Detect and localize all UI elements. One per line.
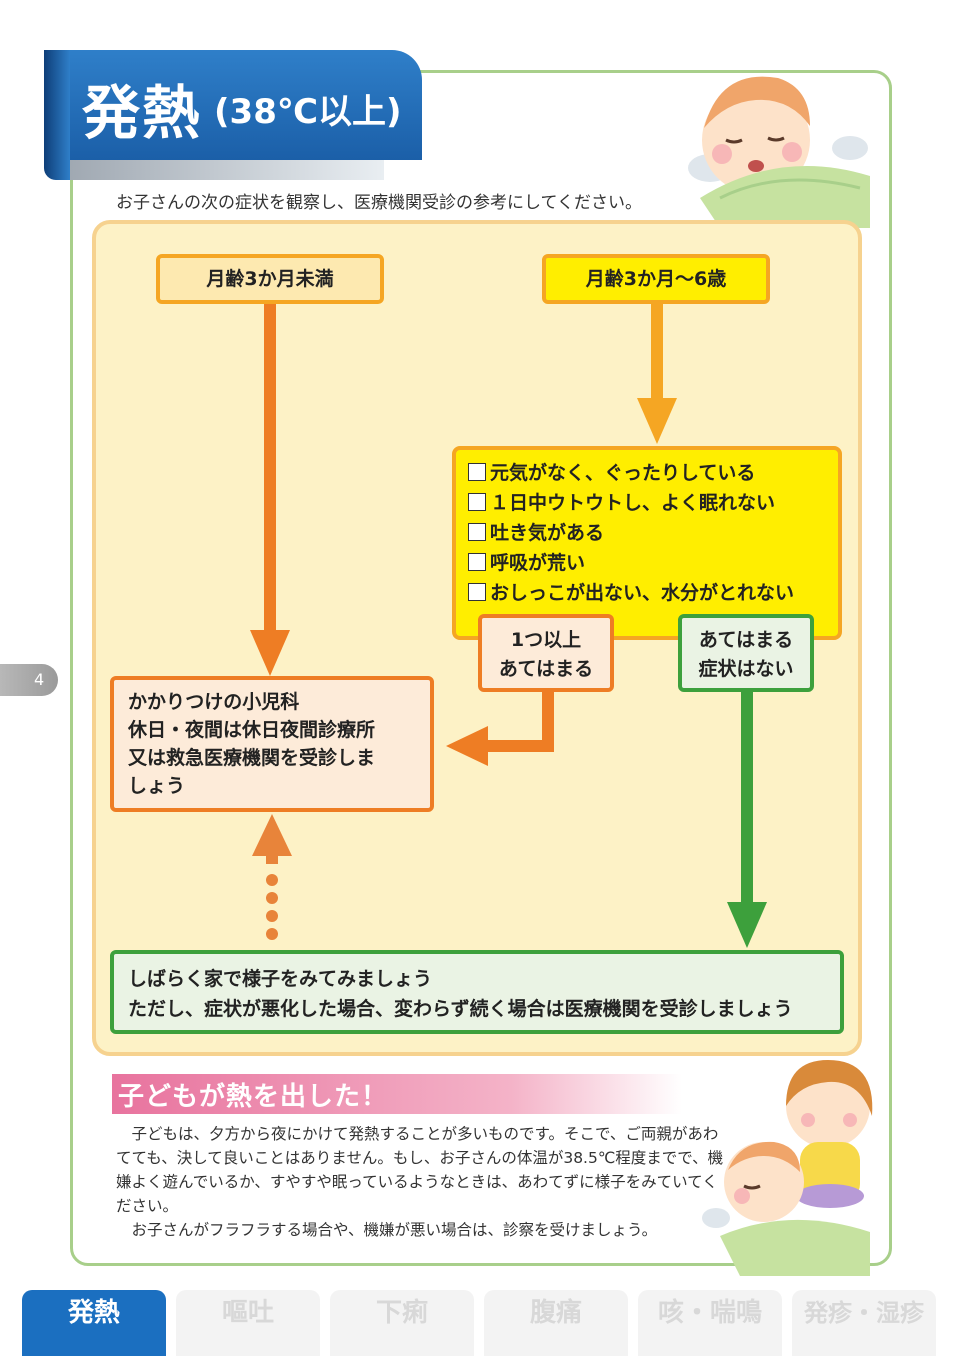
tab-fever[interactable]: 発熱: [22, 1290, 166, 1356]
checkbox-icon[interactable]: [468, 553, 486, 571]
page-subtitle: (38℃以上): [214, 92, 402, 132]
symptom-item: 元気がなく、ぐったりしている: [468, 458, 826, 488]
one-or-more-applies-box: 1つ以上 あてはまる: [478, 614, 614, 692]
feature-title-band: [112, 1074, 682, 1114]
page-number: 4: [34, 670, 45, 689]
page-title: 発熱: [82, 79, 203, 147]
none-applies-box: あてはまる 症状はない: [678, 614, 814, 692]
checkbox-icon[interactable]: [468, 493, 486, 511]
arrowhead-old-to-symptoms: [637, 398, 677, 444]
age-under-3-months-box: 月齢3か月未満: [156, 254, 384, 304]
tab-vomiting[interactable]: 嘔吐: [176, 1290, 320, 1356]
sick-baby-illustration: [688, 76, 870, 228]
tab-stomachache[interactable]: 腹痛: [484, 1290, 628, 1356]
arrow-young-to-doctor: [264, 304, 276, 634]
symptom-item: 呼吸が荒い: [468, 548, 826, 578]
watch-at-home-box: しばらく家で様子をみてみましょう ただし、症状が悪化した場合、変わらず続く場合は…: [110, 950, 844, 1034]
checkbox-icon[interactable]: [468, 463, 486, 481]
title-tab-edge: [44, 50, 70, 180]
arrowhead-no-to-home: [727, 902, 767, 948]
arrow-yes-to-doctor: [484, 692, 554, 752]
title-tab: [44, 50, 422, 160]
feature-body: 子どもは、夕方から夜にかけて発熱することが多いものです。そこで、ご両親があわてて…: [116, 1125, 724, 1239]
tab-rash-eczema[interactable]: 発疹・湿疹: [792, 1290, 936, 1356]
mother-child-illustration: [702, 1060, 873, 1276]
symptom-checklist: 元気がなく、ぐったりしている １日中ウトウトし、よく眠れない 吐き気がある 呼吸…: [452, 446, 842, 640]
symptom-item: 吐き気がある: [468, 518, 826, 548]
symptom-item: １日中ウトウトし、よく眠れない: [468, 488, 826, 518]
checkbox-icon[interactable]: [468, 583, 486, 601]
tab-cough-wheeze[interactable]: 咳・喘鳴: [638, 1290, 782, 1356]
tab-diarrhea[interactable]: 下痢: [330, 1290, 474, 1356]
arrowhead-yes-to-doctor: [446, 726, 488, 766]
flow-arrows: [250, 304, 767, 948]
arrow-no-to-home: [741, 692, 753, 906]
feature-title: 子どもが熱を出した！: [118, 1082, 389, 1112]
arrowhead-home-to-doctor: [252, 814, 292, 856]
arrow-old-to-symptoms: [651, 304, 663, 404]
intro-text: お子さんの次の症状を観察し、医療機関受診の参考にしてください。: [116, 193, 642, 213]
symptom-item: おしっこが出ない、水分がとれない: [468, 578, 826, 608]
see-doctor-box: かかりつけの小児科 休日・夜間は休日夜間診療所 又は救急医療機関を受診しま しょ…: [110, 676, 434, 812]
checkbox-icon[interactable]: [468, 523, 486, 541]
arrowhead-young-to-doctor: [250, 630, 290, 676]
page-number-badge: [0, 664, 58, 696]
age-3-months-to-6-years-box: 月齢3か月～6歳: [542, 254, 770, 304]
